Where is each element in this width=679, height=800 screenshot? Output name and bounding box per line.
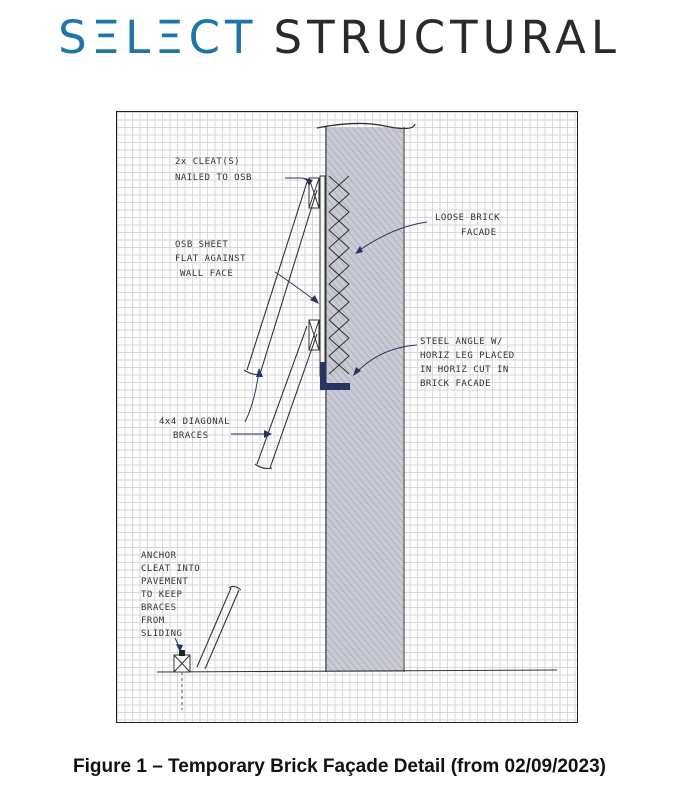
figure-caption: Figure 1 – Temporary Brick Façade Detail… bbox=[73, 756, 606, 777]
label-facade-line2: FACADE bbox=[461, 228, 497, 238]
arrowhead-angle bbox=[353, 367, 361, 376]
label-osb-line2: FLAT AGAINST bbox=[175, 254, 246, 264]
leader-osb bbox=[274, 271, 318, 303]
arrowhead-anchor bbox=[176, 644, 183, 652]
upper-cleat bbox=[308, 177, 320, 209]
ground-line bbox=[156, 669, 558, 673]
label-anchor-line7: SLIDING bbox=[141, 629, 182, 639]
label-anchor-line1: ANCHOR bbox=[141, 551, 177, 561]
label-braces-line1: 4x4 DIAGONAL bbox=[159, 417, 230, 427]
label-facade-line1: LOOSE BRICK bbox=[435, 213, 500, 223]
leader-angle bbox=[354, 344, 418, 375]
logo-word-structural: STRUCTURAL bbox=[273, 10, 621, 64]
loose-brick-zone bbox=[328, 175, 350, 375]
label-angle-line3: IN HORIZ CUT IN bbox=[420, 365, 509, 375]
diagonal-brace-lower bbox=[254, 325, 318, 470]
arrowhead-braces-upper bbox=[256, 368, 263, 377]
label-angle-line4: BRICK FACADE bbox=[420, 379, 491, 389]
graph-paper-sketch: 2x CLEAT(S) NAILED TO OSB OSB SHEET FLAT… bbox=[116, 111, 578, 723]
label-angle-line1: STEEL ANGLE W/ bbox=[420, 337, 503, 347]
arrowhead-facade bbox=[355, 246, 363, 254]
leader-facade bbox=[356, 221, 428, 253]
company-logo: SΞLΞCT STRUCTURAL bbox=[0, 10, 679, 64]
wall-top-break bbox=[316, 122, 416, 130]
label-cleats-line2: NAILED TO OSB bbox=[175, 173, 252, 183]
label-anchor-line2: CLEAT INTO bbox=[141, 564, 200, 574]
label-braces-line2: BRACES bbox=[173, 431, 209, 441]
label-angle-line2: HORIZ LEG PLACED bbox=[420, 351, 515, 361]
anchor-cleat bbox=[173, 650, 191, 710]
leader-cleats bbox=[285, 177, 310, 185]
diagonal-brace-bottom bbox=[196, 585, 242, 670]
label-cleats-line1: 2x CLEAT(S) bbox=[175, 157, 240, 167]
arrowhead-cleats bbox=[305, 178, 313, 186]
label-anchor-line6: FROM bbox=[141, 616, 165, 626]
lower-cleat bbox=[308, 319, 320, 351]
label-osb-line3: WALL FACE bbox=[180, 269, 233, 279]
diagonal-brace-upper bbox=[243, 181, 318, 376]
logo-word-select: SΞLΞCT bbox=[58, 10, 258, 64]
brick-wall bbox=[327, 127, 403, 672]
steel-angle bbox=[320, 362, 350, 390]
facade-detail-drawing: 2x CLEAT(S) NAILED TO OSB OSB SHEET FLAT… bbox=[141, 122, 558, 710]
label-anchor-line4: TO KEEP bbox=[141, 590, 183, 600]
leader-braces-upper bbox=[244, 369, 260, 423]
label-anchor-line3: PAVEMENT bbox=[141, 577, 188, 587]
label-anchor-line5: BRACES bbox=[141, 603, 177, 613]
arrowhead-osb bbox=[310, 295, 319, 304]
arrowhead-braces-lower bbox=[264, 430, 272, 438]
label-osb-line1: OSB SHEET bbox=[175, 240, 228, 250]
osb-sheet bbox=[319, 175, 326, 377]
